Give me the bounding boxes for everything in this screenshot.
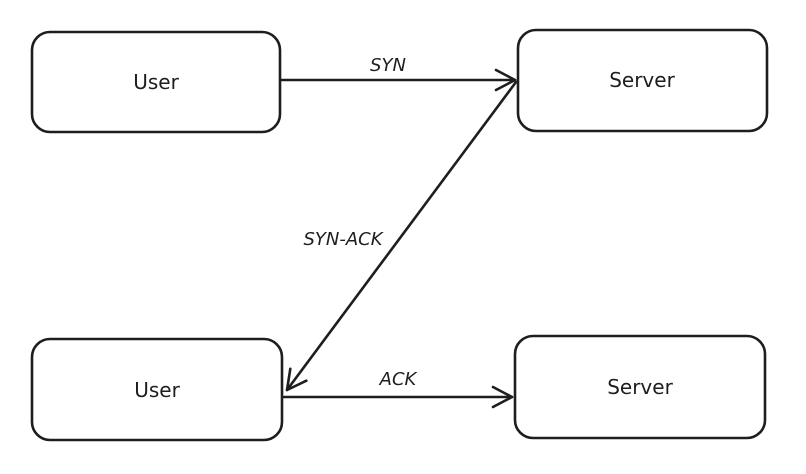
edge-ack: ACK <box>282 369 514 409</box>
node-user-bottom: User <box>30 337 284 442</box>
node-user-top: User <box>30 30 282 134</box>
node-server-bottom-label: Server <box>607 375 673 399</box>
edge-syn: SYN <box>279 55 517 92</box>
node-server-bottom-shape <box>513 334 767 440</box>
edge-syn-ack-arrow <box>285 80 518 392</box>
node-user-top-shape <box>30 30 282 134</box>
edge-syn-label: SYN <box>370 55 406 76</box>
node-user-bottom-label: User <box>134 378 180 402</box>
edge-syn-ack-label: SYN-ACK <box>303 229 383 250</box>
edge-ack-label: ACK <box>379 369 418 390</box>
node-user-top-label: User <box>133 70 179 94</box>
node-user-bottom-shape <box>30 337 284 442</box>
node-server-bottom: Server <box>513 334 767 440</box>
edge-syn-ack: SYN-ACK <box>285 80 518 392</box>
node-server-top-shape <box>516 28 769 133</box>
node-server-top: Server <box>516 28 769 133</box>
node-server-top-label: Server <box>609 68 675 92</box>
